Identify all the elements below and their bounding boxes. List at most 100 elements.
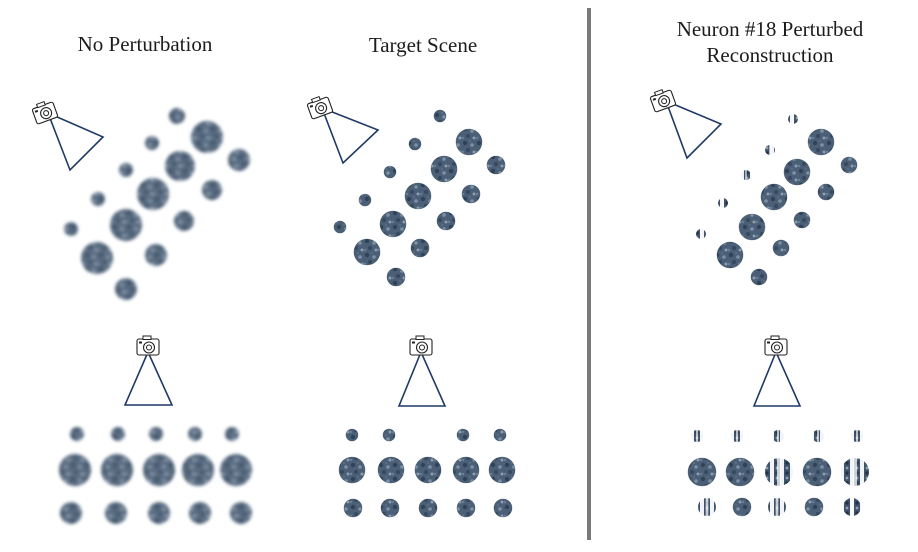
- sphere: [817, 183, 835, 201]
- sphere: [169, 108, 185, 124]
- sphere: [410, 238, 430, 258]
- sphere: [414, 456, 442, 484]
- sphere: [404, 182, 432, 210]
- sphere: [143, 454, 175, 486]
- sphere: [115, 278, 137, 300]
- sphere: [228, 149, 250, 171]
- sphere: [807, 128, 835, 156]
- sphere: [382, 428, 396, 442]
- sphere: [230, 502, 252, 524]
- camera-icon: [649, 88, 677, 113]
- camera-icon: [409, 335, 433, 356]
- sphere: [840, 156, 858, 174]
- sphere: [174, 211, 194, 231]
- camera-icon: [764, 335, 788, 356]
- sphere: [765, 458, 793, 486]
- panel-title-target-scene: Target Scene: [368, 33, 478, 57]
- sphere: [182, 454, 214, 486]
- sphere: [145, 244, 167, 266]
- view-frustum-icon: [664, 99, 723, 160]
- sphere: [111, 427, 125, 441]
- sphere: [493, 498, 513, 518]
- view-frustum-icon: [46, 111, 105, 172]
- sphere: [452, 456, 480, 484]
- sphere: [137, 178, 169, 210]
- sphere: [841, 458, 869, 486]
- sphere: [225, 427, 239, 441]
- camera-icon: [31, 100, 59, 125]
- sphere: [772, 430, 784, 442]
- sphere: [718, 198, 728, 208]
- sphere: [358, 193, 372, 207]
- sphere: [716, 241, 744, 269]
- sphere: [333, 220, 347, 234]
- sphere: [188, 427, 202, 441]
- sphere: [430, 155, 458, 183]
- sphere: [851, 430, 863, 442]
- sphere: [101, 454, 133, 486]
- sphere: [191, 121, 223, 153]
- camera-icon: [136, 335, 160, 356]
- sphere: [380, 498, 400, 518]
- sphere: [145, 136, 159, 150]
- view-frustum-icon: [752, 349, 802, 407]
- sphere: [81, 242, 113, 274]
- sphere: [486, 155, 506, 175]
- panel-divider: [587, 8, 591, 540]
- sphere: [793, 211, 811, 229]
- sphere: [455, 128, 483, 156]
- sphere: [105, 502, 127, 524]
- sphere: [418, 498, 438, 518]
- sphere: [91, 192, 105, 206]
- sphere: [843, 498, 861, 516]
- sphere: [383, 165, 397, 179]
- sphere: [488, 456, 516, 484]
- sphere: [165, 151, 195, 181]
- camera-icon: [306, 95, 334, 120]
- sphere: [765, 145, 775, 155]
- sphere: [70, 427, 84, 441]
- view-frustum-icon: [320, 106, 380, 165]
- sphere: [731, 430, 743, 442]
- sphere: [110, 209, 142, 241]
- sphere: [408, 137, 422, 151]
- sphere: [741, 170, 751, 180]
- sphere: [202, 180, 222, 200]
- sphere: [691, 430, 703, 442]
- sphere: [338, 456, 366, 484]
- sphere: [812, 430, 824, 442]
- sphere: [687, 457, 717, 487]
- sphere: [698, 498, 716, 516]
- sphere: [750, 268, 768, 286]
- sphere: [119, 163, 133, 177]
- sphere: [386, 267, 406, 287]
- sphere: [59, 454, 91, 486]
- sphere: [802, 457, 832, 487]
- sphere: [783, 158, 811, 186]
- panel-title-no-perturbation: No Perturbation: [77, 32, 213, 56]
- sphere: [220, 454, 252, 486]
- sphere: [760, 183, 788, 211]
- sphere: [788, 114, 798, 124]
- spheres-no-perturbation: [59, 108, 252, 524]
- sphere: [804, 497, 824, 517]
- sphere: [772, 239, 790, 257]
- sphere: [433, 109, 447, 123]
- sphere: [345, 428, 359, 442]
- sphere: [725, 457, 755, 487]
- sphere: [436, 211, 456, 231]
- sphere: [461, 184, 481, 204]
- view-frustum-icon: [397, 349, 447, 407]
- spheres-target-scene: [333, 109, 516, 518]
- sphere: [149, 427, 163, 441]
- sphere: [696, 229, 706, 239]
- panel-title-neuron-perturbed: Neuron #18 Perturbed Reconstruction: [676, 17, 864, 67]
- sphere: [379, 210, 407, 238]
- sphere: [732, 497, 752, 517]
- sphere: [353, 238, 381, 266]
- sphere: [456, 428, 470, 442]
- sphere: [64, 222, 78, 236]
- view-frustum-icon: [123, 350, 174, 406]
- sphere: [456, 498, 476, 518]
